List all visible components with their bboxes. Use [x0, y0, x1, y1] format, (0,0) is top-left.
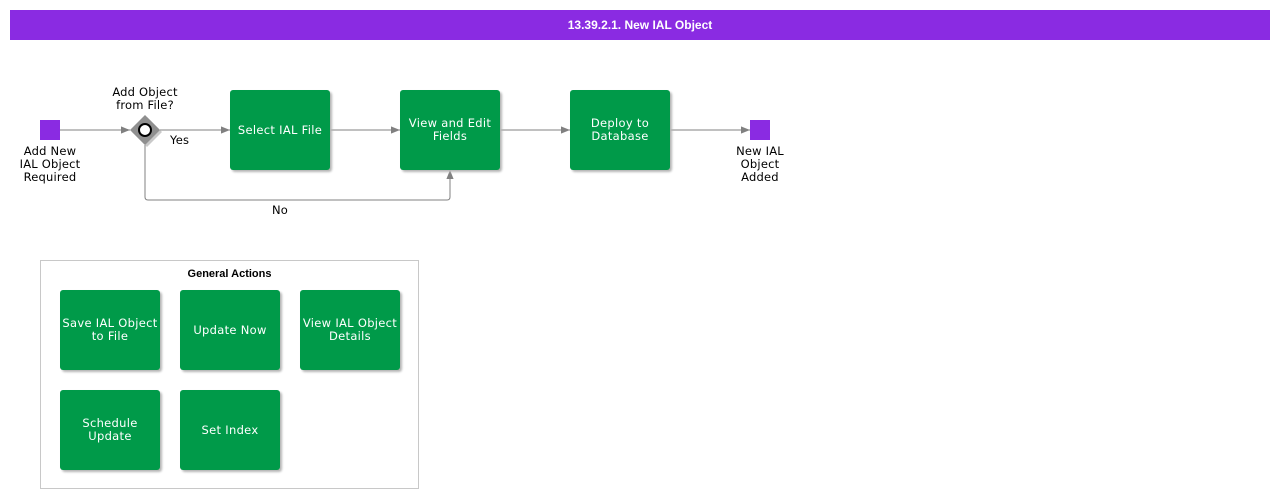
gateway-circle-icon [138, 123, 152, 137]
action-schedule-update[interactable]: Schedule Update [60, 390, 160, 470]
task-deploy-to-database[interactable]: Deploy to Database [570, 90, 670, 170]
action-view-ial-object-details[interactable]: View IAL Object Details [300, 290, 400, 370]
task-label: Select IAL File [237, 122, 323, 137]
diagram-title: 13.39.2.1. New IAL Object [567, 18, 713, 32]
action-label: Set Index [201, 422, 259, 437]
diagram-title-bar: 13.39.2.1. New IAL Object [10, 10, 1270, 40]
end-event-label: New IAL Object Added [736, 144, 784, 184]
action-update-now[interactable]: Update Now [180, 290, 280, 370]
action-set-index[interactable]: Set Index [180, 390, 280, 470]
action-label: Schedule Update [82, 416, 138, 443]
gateway-label: Add Object from File? [112, 85, 178, 112]
start-event[interactable] [40, 120, 60, 140]
general-actions-panel: General Actions Save IAL Object to File … [40, 260, 419, 489]
task-select-ial-file[interactable]: Select IAL File [230, 90, 330, 170]
action-label: Update Now [193, 322, 267, 337]
flow-label-no: No [272, 203, 289, 217]
task-view-and-edit-fields[interactable]: View and Edit Fields [400, 90, 500, 170]
flow-no-arrow [144, 145, 454, 201]
task-label: Deploy to Database [590, 116, 650, 143]
action-label: Save IAL Object to File [62, 316, 158, 343]
end-event[interactable] [750, 120, 770, 140]
start-event-label: Add New IAL Object Required [19, 144, 81, 184]
flow-label-yes: Yes [170, 133, 190, 147]
task-label: View and Edit Fields [408, 116, 492, 143]
action-label: View IAL Object Details [302, 316, 398, 343]
action-save-ial-object-to-file[interactable]: Save IAL Object to File [60, 290, 160, 370]
decision-gateway[interactable] [130, 115, 162, 147]
general-actions-title: General Actions [187, 268, 272, 280]
